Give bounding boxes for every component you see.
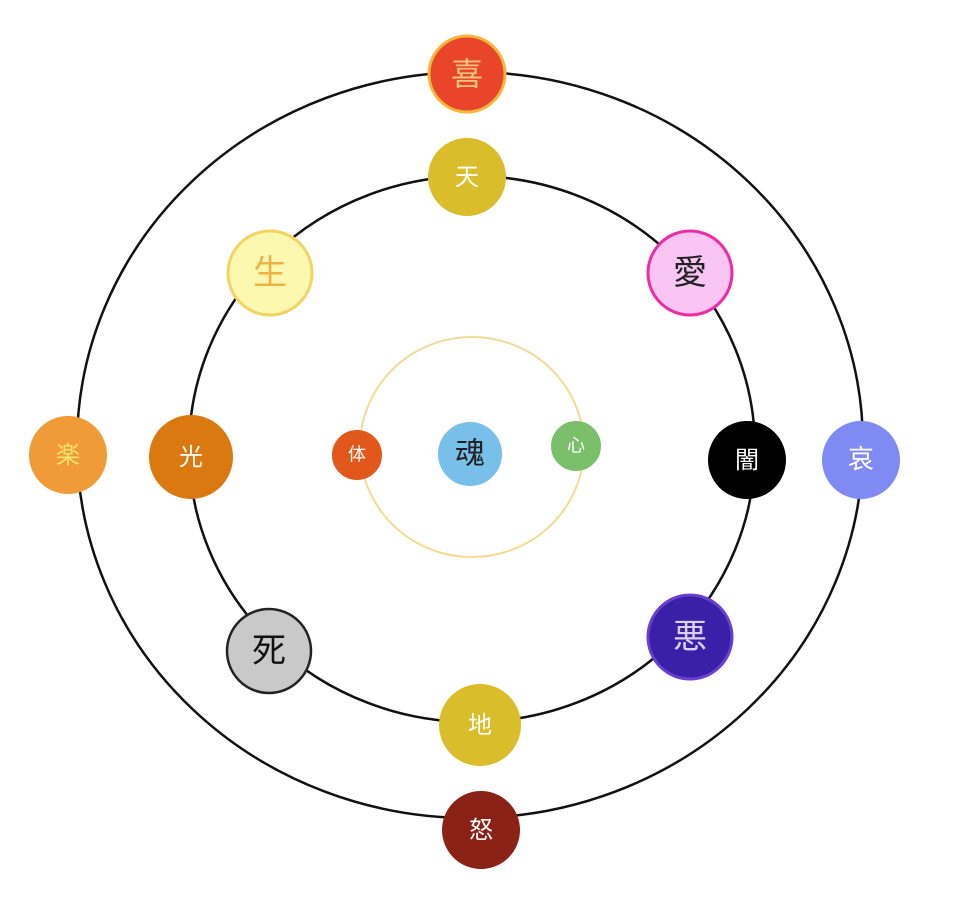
node-life: 生	[226, 229, 314, 317]
node-death: 死	[225, 607, 313, 695]
node-darkness-label: 闇	[735, 446, 759, 474]
node-heaven: 天	[428, 138, 506, 216]
node-earth-label: 地	[468, 711, 492, 739]
node-sorrow-label: 哀	[848, 445, 874, 475]
node-love-label: 愛	[673, 253, 707, 293]
node-body-label: 体	[348, 445, 366, 466]
node-evil: 悪	[646, 593, 734, 681]
node-life-label: 生	[253, 253, 287, 293]
node-pleasure-label: 楽	[56, 441, 80, 469]
node-heart: 心	[551, 421, 601, 471]
node-pleasure: 楽	[29, 416, 107, 494]
node-anger-label: 怒	[469, 816, 493, 844]
node-joy: 喜	[427, 34, 507, 114]
node-body: 体	[332, 430, 382, 480]
node-light: 光	[149, 415, 233, 499]
node-darkness: 闇	[708, 421, 786, 499]
node-anger: 怒	[442, 791, 520, 869]
node-sorrow: 哀	[822, 421, 900, 499]
node-heart-label: 心	[567, 436, 585, 457]
node-love: 愛	[646, 229, 734, 317]
node-joy-label: 喜	[451, 55, 483, 93]
node-heaven-label: 天	[455, 163, 479, 191]
node-soul: 魂	[438, 422, 502, 486]
node-light-label: 光	[179, 443, 203, 471]
node-soul-label: 魂	[455, 437, 485, 472]
node-evil-label: 悪	[673, 617, 707, 657]
node-earth: 地	[439, 684, 521, 766]
node-death-label: 死	[252, 631, 286, 671]
